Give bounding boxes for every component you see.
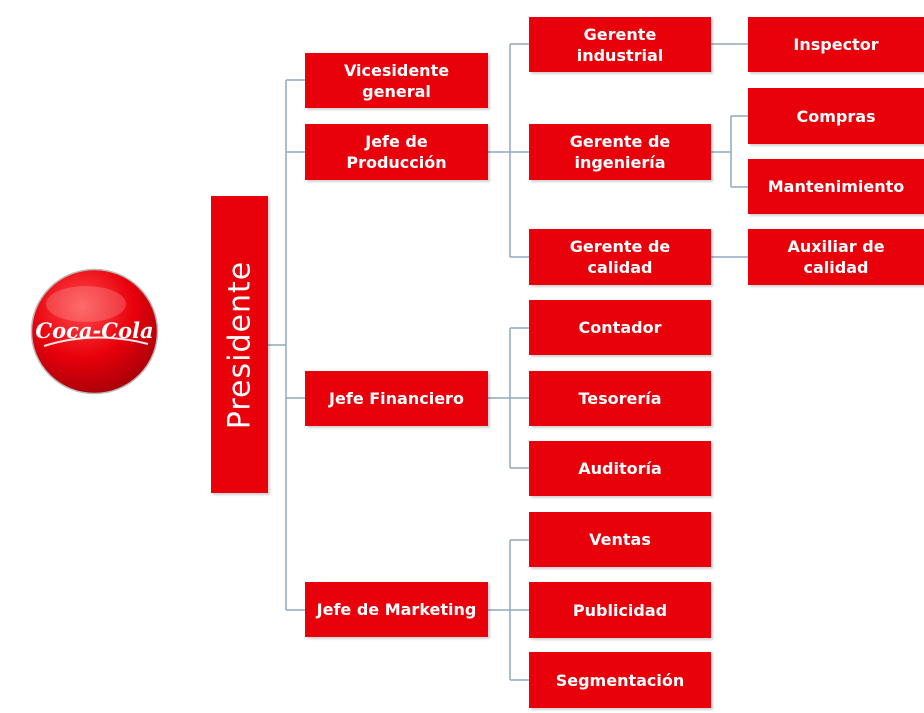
president-label: Presidente <box>222 260 257 429</box>
vicepresident-box: Vicesidente general <box>305 53 488 108</box>
engineering-manager-box: Gerente de ingeniería <box>529 124 711 180</box>
president-box: Presidente <box>211 196 268 493</box>
production-head-box: Jefe de Producción <box>305 124 488 180</box>
quality-assistant-box: Auxiliar de calidad <box>748 229 924 285</box>
finance-head-box: Jefe Financiero <box>305 371 488 426</box>
inspector-box: Inspector <box>748 17 924 72</box>
industrial-manager-box: Gerente industrial <box>529 17 711 72</box>
advertising-box: Publicidad <box>529 582 711 638</box>
audit-box: Auditoría <box>529 441 711 496</box>
coca-cola-logo: Coca-Cola <box>30 268 159 395</box>
quality-manager-box: Gerente de calidad <box>529 229 711 285</box>
maintenance-box: Mantenimiento <box>748 159 924 214</box>
marketing-head-box: Jefe de Marketing <box>305 582 488 637</box>
segmentation-box: Segmentación <box>529 652 711 708</box>
sales-box: Ventas <box>529 512 711 567</box>
logo-text: Coca-Cola <box>35 318 153 343</box>
accountant-box: Contador <box>529 300 711 355</box>
purchases-box: Compras <box>748 88 924 144</box>
treasury-box: Tesorería <box>529 371 711 426</box>
